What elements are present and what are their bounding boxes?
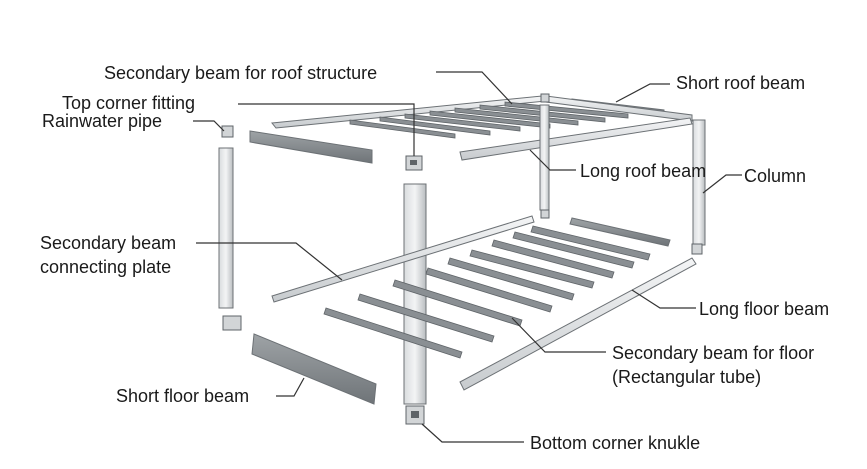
label-rainwater-pipe: Rainwater pipe xyxy=(42,111,163,131)
leader-secondary-floor xyxy=(511,317,606,353)
long-floor-beam xyxy=(459,257,697,391)
back-bottom-corner xyxy=(540,209,550,219)
label-long-roof-beam: Long roof beam xyxy=(580,161,707,181)
label-top-corner-fitting: Top corner fitting xyxy=(62,93,196,113)
top-corner-fitting-hole xyxy=(410,160,417,165)
label-secondary-beam-floor-2: (Rectangular tube) xyxy=(612,367,762,387)
label-column: Column xyxy=(744,166,807,186)
rainwater-pipe-cap xyxy=(221,125,234,138)
back-corner-fitting xyxy=(540,93,550,103)
leader-short-floor xyxy=(276,377,305,397)
right-bottom-corner xyxy=(691,243,703,255)
label-long-floor-beam: Long floor beam xyxy=(699,299,830,319)
short-floor-beam-back xyxy=(569,217,671,247)
long-roof-beam xyxy=(459,117,693,161)
left-bottom-corner xyxy=(222,315,242,331)
leader-secondary-roof xyxy=(436,71,513,105)
floor-frame xyxy=(222,209,703,425)
short-floor-beam xyxy=(251,333,377,405)
leader-short-roof xyxy=(615,83,670,103)
leader-column xyxy=(702,174,742,194)
leader-lines xyxy=(193,71,742,443)
floor-secondary-beams xyxy=(323,225,651,359)
column xyxy=(692,119,706,246)
back-long-floor-beam xyxy=(271,215,535,303)
columns xyxy=(218,104,706,405)
back-column xyxy=(539,104,550,211)
short-roof-beam-front xyxy=(249,130,373,164)
rainwater-pipe xyxy=(218,147,234,309)
label-short-roof-beam: Short roof beam xyxy=(676,73,806,93)
label-secondary-beam-plate-1: Secondary beam xyxy=(40,233,177,253)
leader-rainwater xyxy=(193,120,225,132)
leader-top-corner xyxy=(238,103,415,156)
bottom-corner-knuckle-hole xyxy=(411,411,419,418)
label-short-floor-beam: Short floor beam xyxy=(116,386,250,406)
leader-long-roof xyxy=(529,149,576,171)
roof-frame xyxy=(221,93,693,171)
label-secondary-beam-floor-1: Secondary beam for floor xyxy=(612,343,815,363)
leader-plate xyxy=(196,242,343,281)
label-secondary-beam-plate-2: connecting plate xyxy=(40,257,172,277)
leader-bottom-corner xyxy=(421,423,524,443)
label-bottom-corner-knuckle: Bottom corner knukle xyxy=(530,433,701,453)
leader-long-floor xyxy=(631,289,696,309)
label-secondary-beam-roof: Secondary beam for roof structure xyxy=(104,63,378,83)
